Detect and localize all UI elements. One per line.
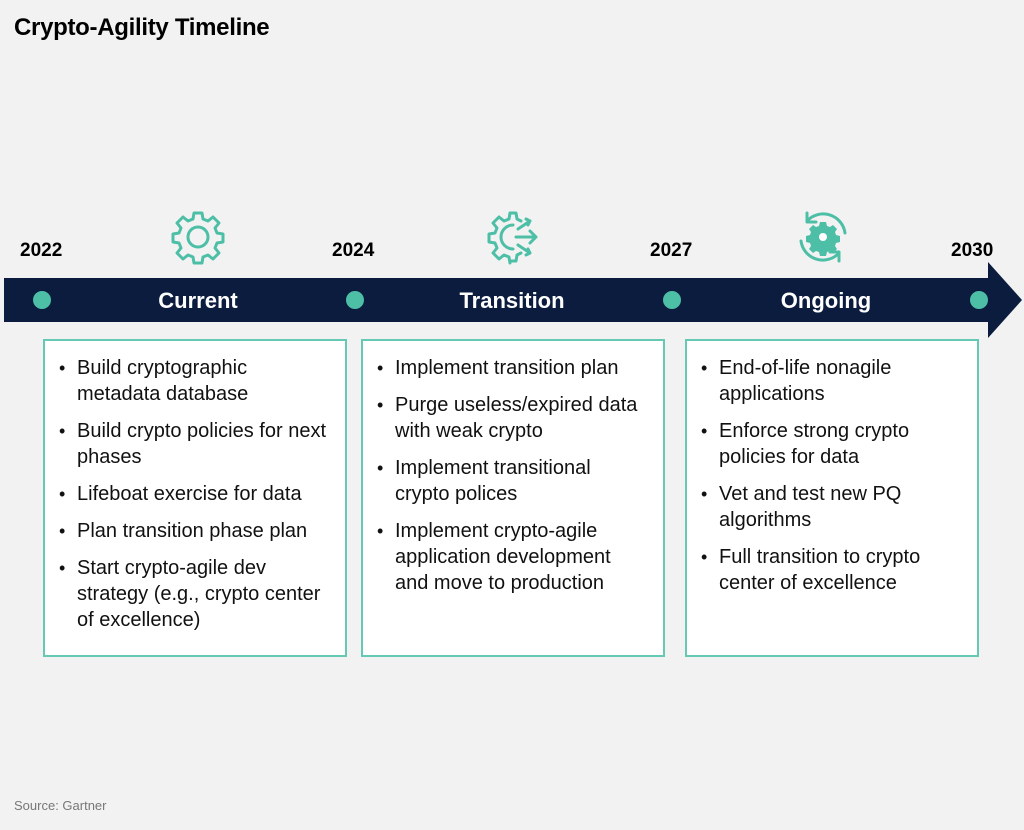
gear-arrows-icon [487,211,538,265]
timeline-arrow [4,262,1022,338]
year-label-2027: 2027 [650,240,693,261]
phase-label-current: Current [158,288,238,313]
page-title: Crypto-Agility Timeline [14,14,270,41]
phase-card-ongoing: End-of-life nonagile applications Enforc… [685,339,979,657]
list-item: Build cryptographic metadata database [59,355,331,407]
timeline-dot [970,291,988,309]
list-item: Implement crypto-agile application devel… [377,518,649,596]
list-item: Implement transitional crypto polices [377,455,649,507]
year-label-2024: 2024 [332,240,375,261]
gear-icon [171,211,225,265]
list-item: Vet and test new PQ algorithms [701,481,963,533]
task-list: Implement transition plan Purge useless/… [377,355,649,596]
timeline-dot [33,291,51,309]
list-item: Plan transition phase plan [59,518,331,544]
list-item: End-of-life nonagile applications [701,355,963,407]
list-item: Full transition to crypto center of exce… [701,544,963,596]
year-label-2030: 2030 [951,240,994,261]
task-list: Build cryptographic metadata database Bu… [59,355,331,633]
list-item: Purge useless/expired data with weak cry… [377,392,649,444]
list-item: Implement transition plan [377,355,649,381]
timeline-dot [346,291,364,309]
list-item: Start crypto-agile dev strategy (e.g., c… [59,555,331,633]
list-item: Lifeboat exercise for data [59,481,331,507]
phase-card-transition: Implement transition plan Purge useless/… [361,339,665,657]
phase-card-current: Build cryptographic metadata database Bu… [43,339,347,657]
timeline-dot [663,291,681,309]
year-label-2022: 2022 [20,240,63,261]
phase-label-ongoing: Ongoing [780,288,872,313]
task-list: End-of-life nonagile applications Enforc… [701,355,963,596]
list-item: Build crypto policies for next phases [59,418,331,470]
source-note: Source: Gartner [14,798,107,813]
gear-cycle-icon [799,211,847,263]
phase-label-transition: Transition [459,288,565,313]
list-item: Enforce strong crypto policies for data [701,418,963,470]
